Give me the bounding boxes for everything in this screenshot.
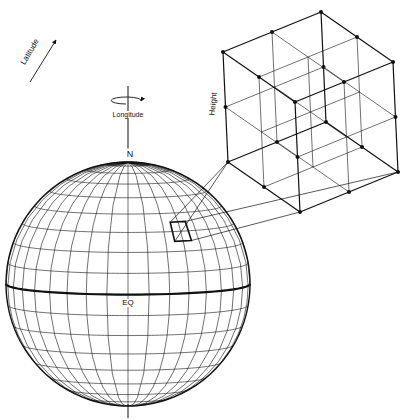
grid-point (347, 190, 351, 194)
box-grid-line (228, 162, 300, 212)
grid-point (293, 100, 297, 104)
rotation-axis (128, 404, 129, 418)
box-grid-line (321, 12, 326, 122)
grid-cell (170, 221, 191, 241)
globe (6, 86, 250, 418)
label: Height (209, 91, 220, 117)
grid-point (226, 160, 230, 164)
grid-point (262, 185, 266, 189)
grid-point (319, 10, 323, 14)
zoom-line (175, 162, 228, 241)
box-grid-line (321, 12, 393, 62)
grid-point (396, 170, 400, 174)
label: N (126, 150, 135, 159)
grid-point (360, 145, 364, 149)
graticule (6, 162, 250, 406)
rotation-arrow (111, 97, 141, 104)
grid-point (296, 155, 300, 159)
globe-outline (6, 162, 250, 406)
grid-point (355, 35, 359, 39)
grid-box (170, 10, 400, 241)
grid-point (224, 105, 228, 109)
equator-line (6, 284, 250, 295)
label: EQ (121, 299, 135, 307)
box-grid-line (272, 32, 277, 142)
grid-point (324, 120, 328, 124)
box-grid-line (228, 122, 326, 162)
grid-point (221, 50, 225, 54)
grid-point (394, 115, 398, 119)
zoom-line (170, 162, 228, 222)
box-grid-line (308, 57, 313, 167)
grid-point (270, 30, 274, 34)
grid-point (342, 80, 346, 84)
box-grid-line (223, 52, 228, 162)
box-grid-line (223, 12, 321, 52)
grid-point (391, 60, 395, 64)
box-grid-line (324, 67, 396, 117)
zoom-line (185, 172, 398, 221)
label: Latitude (19, 37, 41, 67)
box-grid-line (295, 102, 300, 212)
grid-point (298, 210, 302, 214)
box-grid-line (223, 52, 295, 102)
box-grid-line (300, 172, 398, 212)
grid-point (322, 65, 326, 69)
box-grid-line (326, 122, 398, 172)
grid-point (275, 140, 279, 144)
box-grid-line (393, 62, 398, 172)
grid-point (257, 75, 261, 79)
label: Longitude (112, 111, 145, 118)
